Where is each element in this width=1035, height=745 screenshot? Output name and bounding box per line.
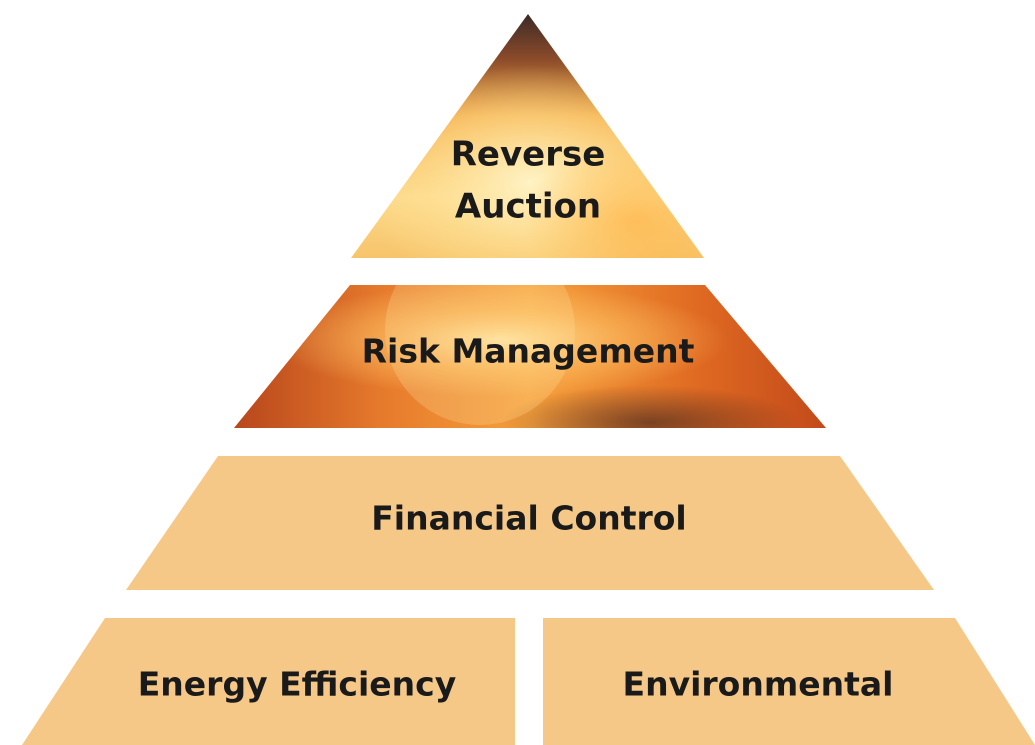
tier-label-financial-control: Financial Control [371, 499, 686, 538]
tier-energy-efficiency: Energy Efficiency [22, 618, 515, 745]
tier-environmental: Environmental [543, 618, 1035, 745]
tier-label-reverse-auction-line1: Reverse [451, 135, 606, 175]
tier-reverse-auction: Reverse Auction [351, 14, 704, 258]
tier-label-risk-management: Risk Management [362, 332, 695, 371]
tier-label-energy-efficiency: Energy Efficiency [138, 665, 456, 704]
tier-financial-control: Financial Control [126, 456, 934, 590]
tier-label-environmental: Environmental [623, 665, 894, 704]
tier-label-reverse-auction-line2: Auction [455, 187, 601, 227]
tier-risk-management: Risk Management [234, 285, 826, 428]
